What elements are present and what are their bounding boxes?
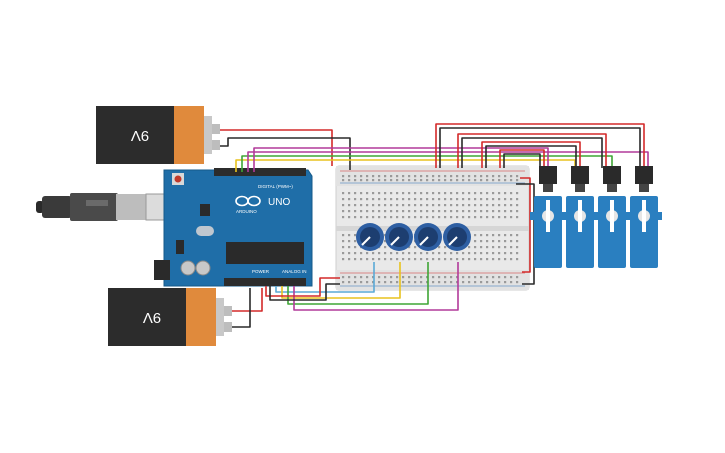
wires: [220, 123, 649, 328]
wire-green-d2: [241, 155, 613, 172]
wire-red-bat1: [220, 129, 333, 166]
battery-bottom-label: 9V: [143, 309, 161, 326]
wire-red-s2: [457, 133, 607, 168]
wire-green-a2: [287, 262, 429, 305]
battery-top: 9V: [96, 106, 220, 164]
servo-3[interactable]: [594, 166, 630, 268]
arduino-logo: [235, 195, 261, 207]
wire-purple-d3: [247, 151, 649, 172]
wire-black-bat2: [232, 288, 251, 328]
wire-black-bat1: [220, 137, 351, 170]
wire-red-s1: [435, 123, 645, 168]
wire-purple-a3: [293, 262, 459, 311]
servos: [530, 166, 662, 268]
wire-yellow-a1: [281, 262, 401, 299]
wire-blue-a0: [275, 262, 375, 293]
battery-top-label: 9V: [131, 127, 149, 144]
wire-black-s1: [439, 127, 641, 168]
wire-yellow-d1: [235, 159, 576, 172]
battery-bottom: 9V: [108, 288, 232, 346]
servo-2[interactable]: [562, 166, 598, 268]
pot-1[interactable]: [356, 223, 384, 251]
pot-2[interactable]: [385, 223, 413, 251]
wire-black-s2: [461, 137, 603, 168]
wire-red-5v: [265, 277, 340, 297]
arduino-model-label: UNO: [268, 197, 290, 208]
usb-cable: [36, 193, 167, 221]
arduino-logo-text: ARDUINO: [236, 209, 257, 214]
pot-3[interactable]: [414, 223, 442, 251]
wire-red-s4: [499, 149, 545, 168]
analog-header-label: ANALOG IN: [282, 269, 307, 274]
wire-purple-d4: [253, 147, 549, 172]
breadboard-holes: [342, 175, 519, 284]
wire-black-s3: [485, 145, 577, 168]
wire-red-rail: [520, 177, 531, 273]
servo-4[interactable]: [626, 166, 662, 268]
pot-4[interactable]: [443, 223, 471, 251]
potentiometers: [356, 223, 471, 251]
arduino-uno: UNO ARDUINO DIGITAL (PWM~) POWER ANALOG …: [154, 168, 313, 287]
wire-red-s3: [481, 141, 581, 168]
wire-black-s4: [503, 153, 541, 168]
wire-red-bat2: [232, 288, 263, 312]
servo-1[interactable]: [530, 166, 566, 268]
wire-black-gnd: [269, 283, 340, 301]
power-header-label: POWER: [252, 269, 270, 274]
digital-header-label: DIGITAL (PWM~): [258, 184, 293, 189]
